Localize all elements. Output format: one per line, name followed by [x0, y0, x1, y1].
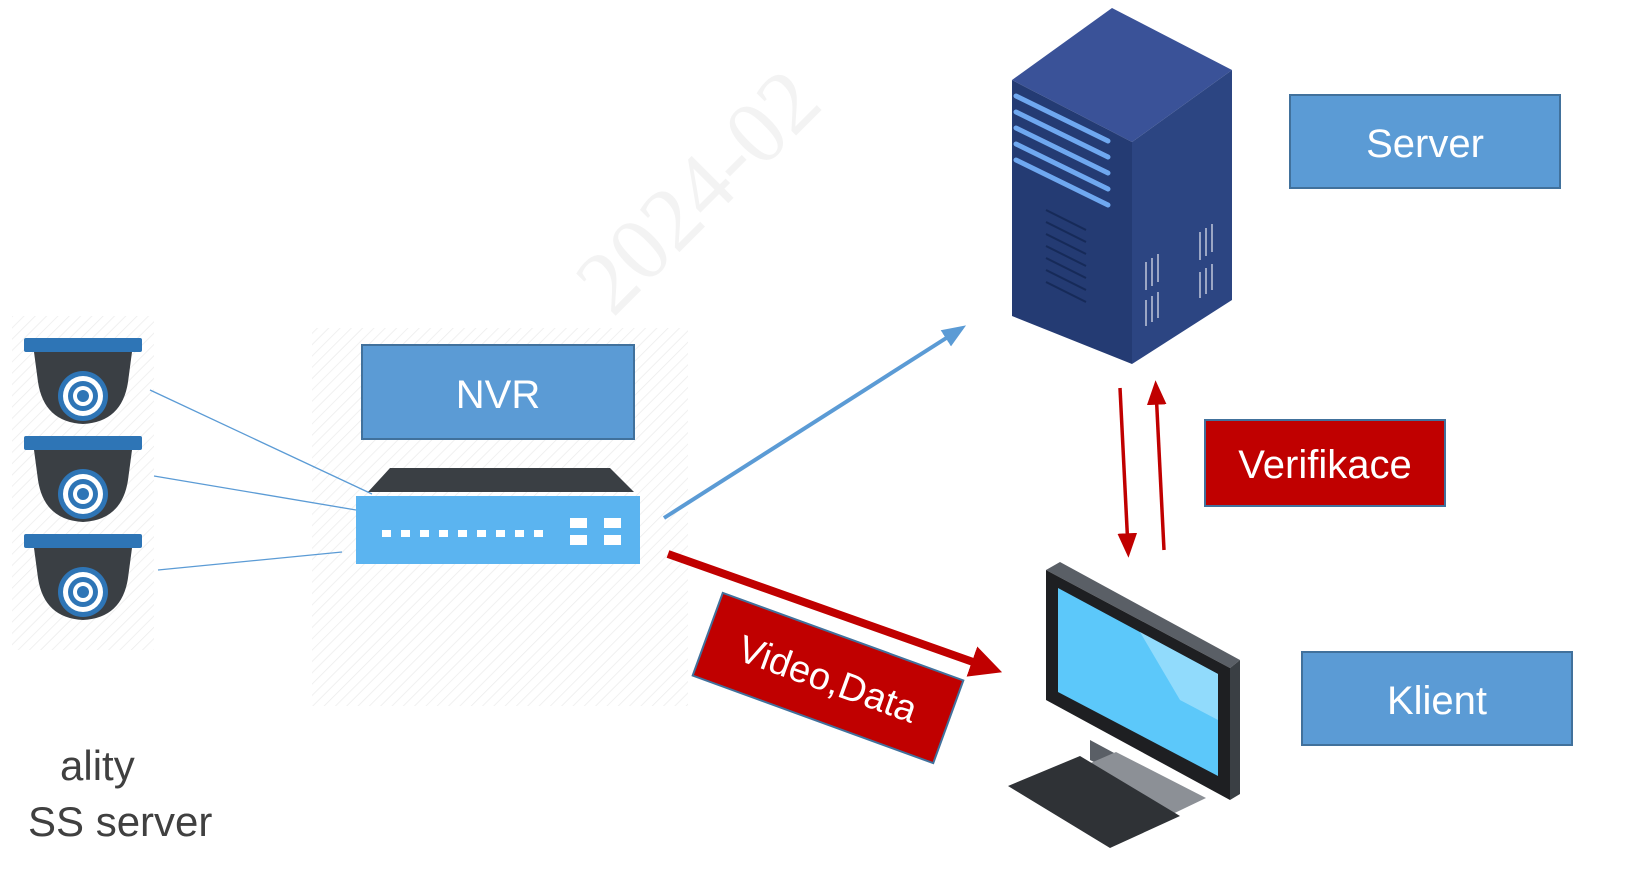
watermark-text: 2024-02 [557, 51, 839, 333]
server-tower-icon [1012, 8, 1232, 364]
nvr-to-server-arrow [662, 325, 967, 520]
camera-connection-line [149, 389, 373, 495]
verifikace-label-box [1204, 419, 1446, 507]
camera-icon [24, 338, 142, 424]
klient-label-box [1301, 651, 1573, 746]
camera-icon [24, 436, 142, 522]
camera-icon [24, 534, 142, 620]
partial-text-line-1: ality [60, 742, 135, 789]
verifikace-label: Verifikace [1238, 443, 1411, 487]
video-data-label-box: Video,Data [691, 591, 965, 765]
camera-connection-line [157, 551, 343, 571]
client-to-server-arrow [1146, 380, 1167, 551]
video-data-arrow [666, 550, 1003, 677]
monitor-icon [1008, 562, 1240, 848]
klient-label: Klient [1387, 679, 1487, 723]
camera-connection-line [153, 475, 357, 511]
nvr-device-icon [356, 468, 640, 564]
server-to-client-arrow [1117, 387, 1138, 558]
server-label: Server [1366, 122, 1484, 166]
nvr-label-box [361, 344, 635, 440]
partial-text-line-2: SS server [28, 798, 212, 845]
nvr-label: NVR [456, 373, 540, 417]
server-label-box [1289, 94, 1561, 189]
